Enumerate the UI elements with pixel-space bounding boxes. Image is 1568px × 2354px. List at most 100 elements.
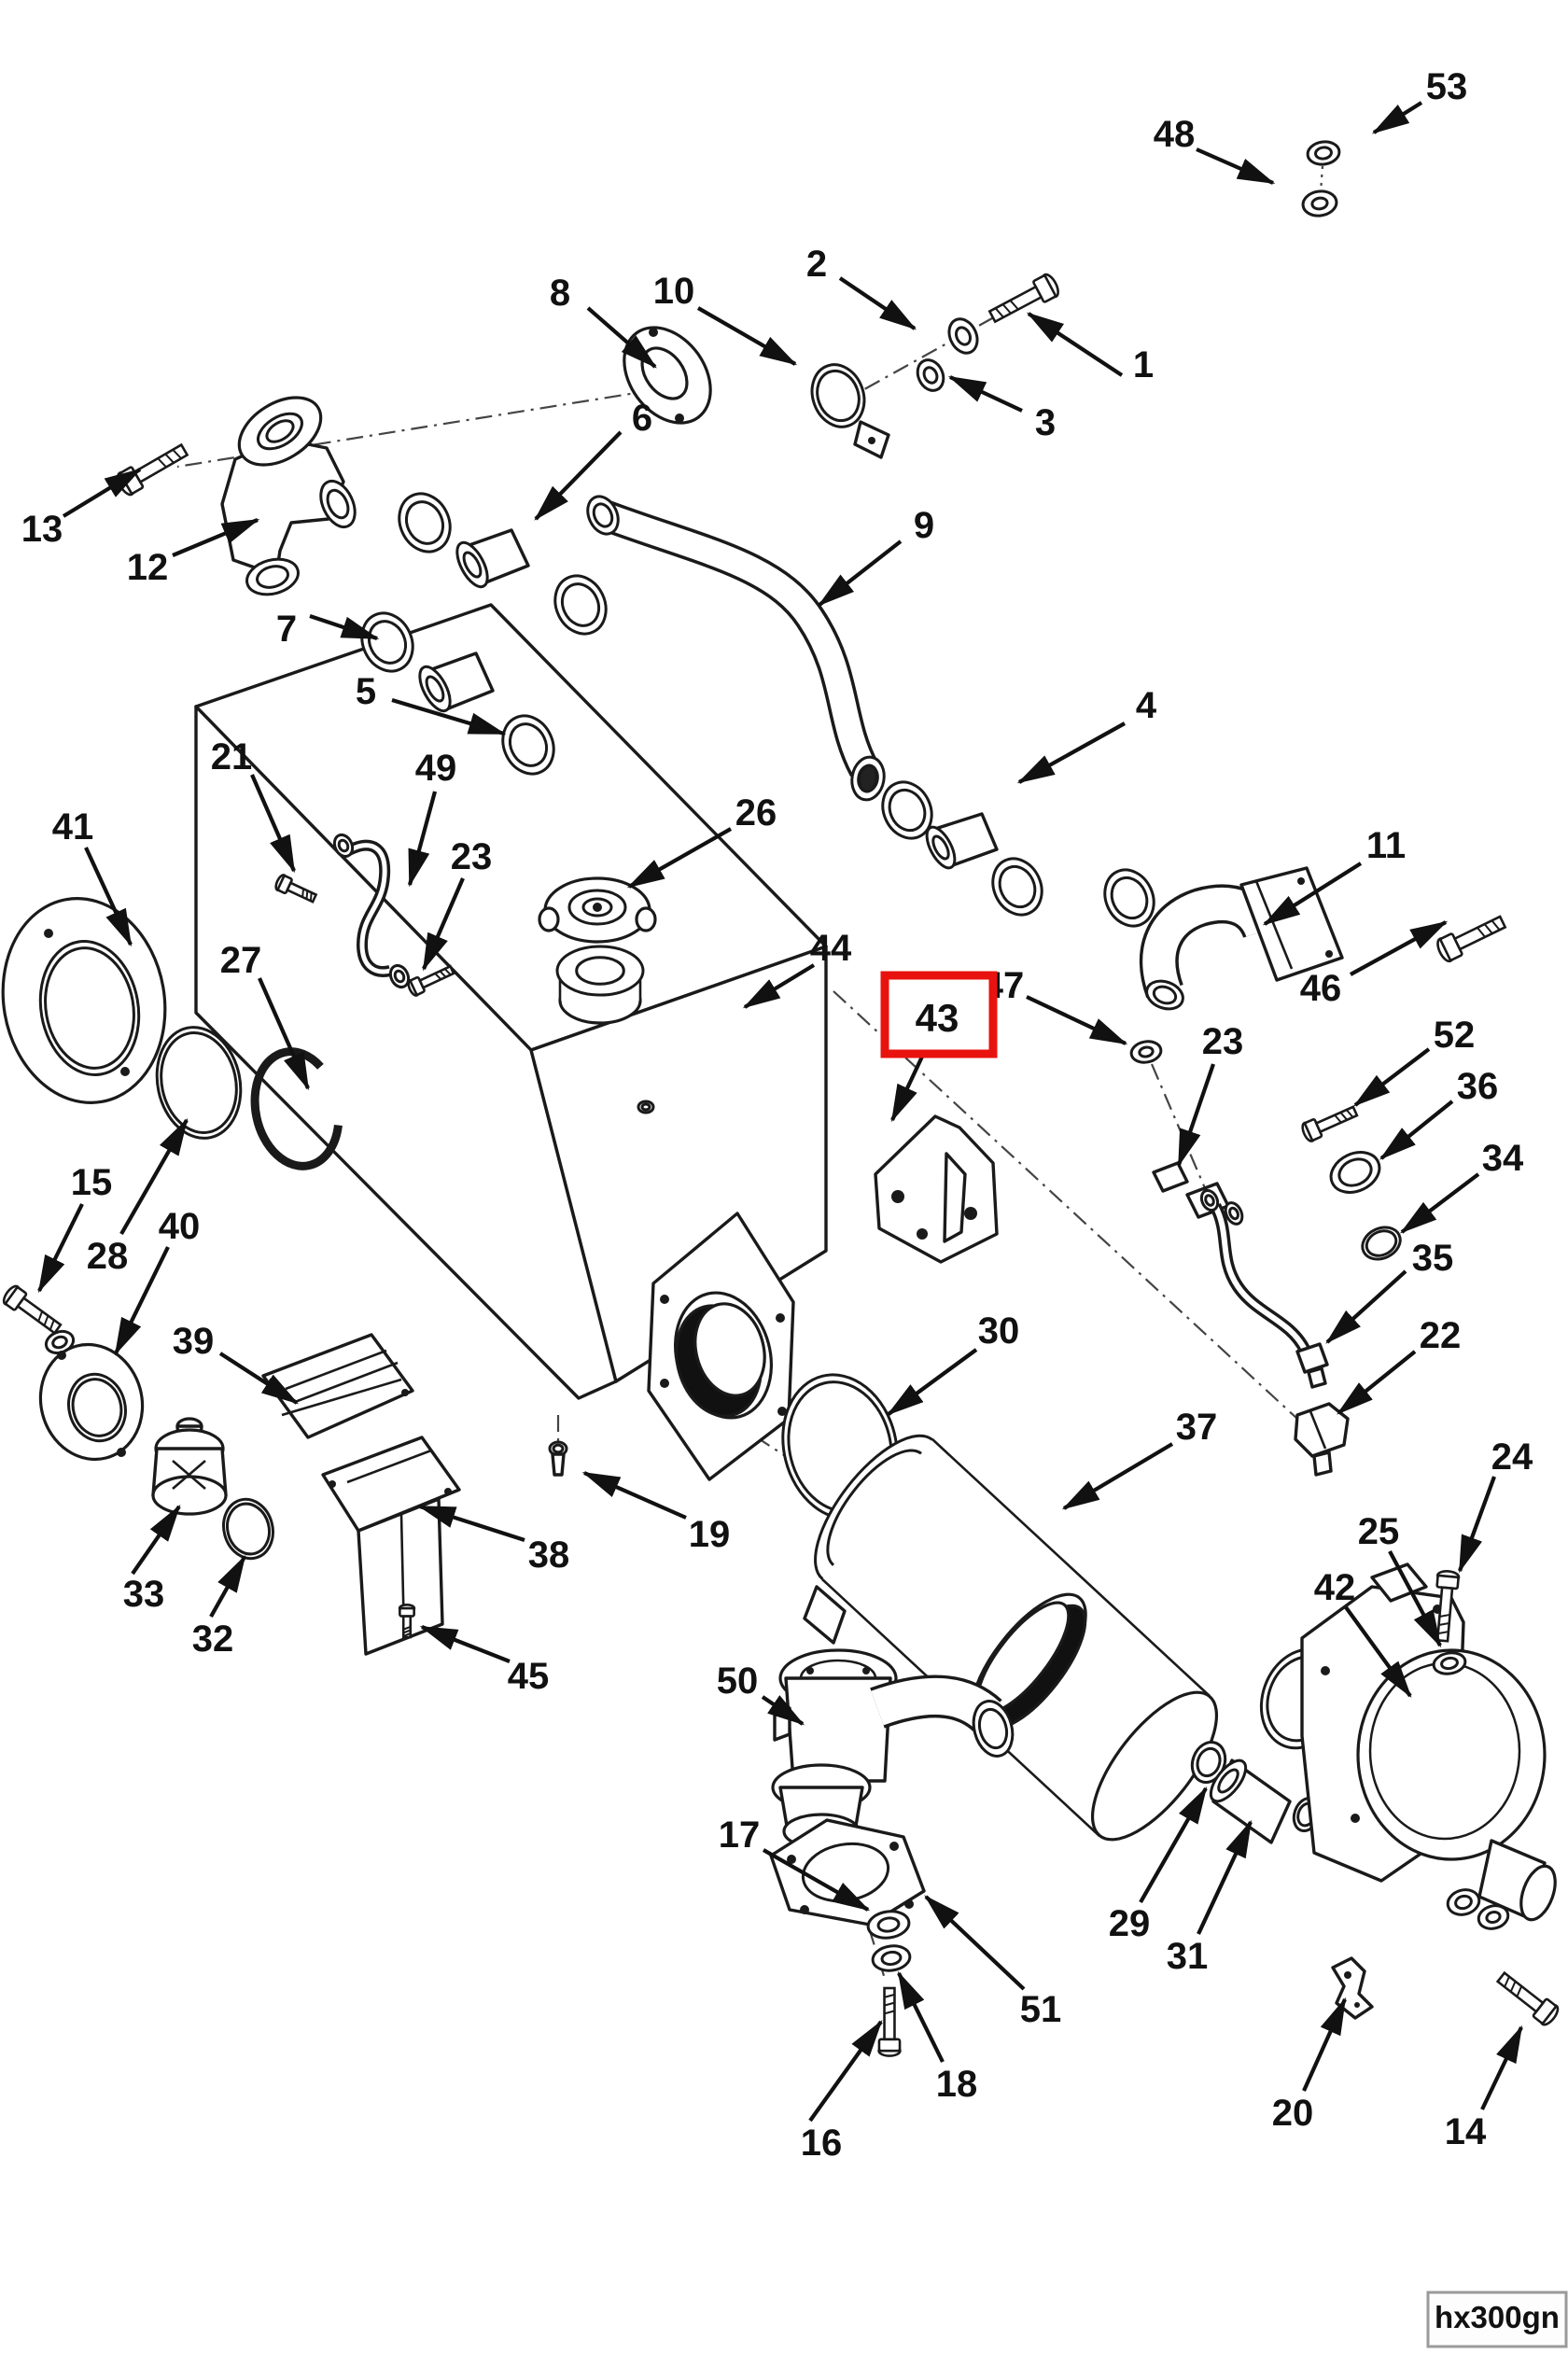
callout-47[interactable]: 47 <box>983 965 1128 1045</box>
part-shape <box>1204 1194 1215 1207</box>
callout-20[interactable]: 20 <box>1272 1997 1347 2134</box>
part-shape <box>1337 1157 1373 1187</box>
callout-36[interactable]: 36 <box>1379 1066 1498 1160</box>
callout-28[interactable]: 28 <box>87 1117 189 1277</box>
callout-41[interactable]: 41 <box>52 806 133 947</box>
part-shape <box>904 1899 914 1909</box>
callout-44[interactable]: 44 <box>742 928 852 1009</box>
callout-32[interactable]: 32 <box>192 1554 246 1660</box>
callout-48[interactable]: 48 <box>1154 114 1276 185</box>
callout-22[interactable]: 22 <box>1337 1315 1461 1415</box>
callout-arrow <box>172 518 260 557</box>
callout-11[interactable]: 11 <box>1262 825 1406 926</box>
callout-9[interactable]: 9 <box>818 505 934 607</box>
highlighted-callout-43[interactable]: 43 <box>880 971 998 1123</box>
callout-arrow <box>1026 995 1128 1045</box>
callout-51[interactable]: 51 <box>924 1895 1061 2030</box>
callout-10[interactable]: 10 <box>653 271 798 366</box>
callout-12[interactable]: 12 <box>127 518 260 588</box>
callout-19[interactable]: 19 <box>581 1471 730 1555</box>
callout-7[interactable]: 7 <box>276 609 380 650</box>
part-shape <box>977 1707 1009 1750</box>
callout-number: 28 <box>87 1236 129 1277</box>
callout-number: 38 <box>528 1534 570 1576</box>
callout-arrow <box>309 614 380 640</box>
part-shape <box>931 834 950 861</box>
callout-42[interactable]: 42 <box>1314 1567 1412 1699</box>
part-shape <box>876 1916 901 1933</box>
part-shape <box>256 565 289 589</box>
callout-arrow <box>1139 1786 1208 1904</box>
callout-arrow <box>84 847 133 947</box>
part-shape <box>1142 888 1278 997</box>
callout-50[interactable]: 50 <box>717 1660 805 1726</box>
callout-arrow <box>1399 1172 1480 1234</box>
callout-23[interactable]: 23 <box>1177 1021 1243 1168</box>
callout-arrow <box>1016 722 1127 784</box>
bolt-part <box>407 964 455 997</box>
callout-37[interactable]: 37 <box>1061 1407 1217 1510</box>
callout-1[interactable]: 1 <box>1026 312 1154 385</box>
bolt-part <box>1301 1105 1359 1142</box>
callout-number: 42 <box>1314 1567 1356 1608</box>
callout-18[interactable]: 18 <box>897 1970 977 2105</box>
callout-number: 35 <box>1412 1238 1454 1279</box>
part-shape <box>57 1351 66 1360</box>
callout-35[interactable]: 35 <box>1325 1238 1454 1344</box>
callout-30[interactable]: 30 <box>886 1310 1019 1416</box>
part-shape <box>194 705 618 1400</box>
callout-arrow <box>407 791 438 888</box>
callout-46[interactable]: 46 <box>1300 920 1449 1009</box>
callout-arrow <box>422 877 465 972</box>
callout-29[interactable]: 29 <box>1109 1786 1208 1944</box>
part-shape <box>401 1389 409 1396</box>
callout-3[interactable]: 3 <box>947 375 1056 443</box>
callout-8[interactable]: 8 <box>550 273 657 369</box>
callout-24[interactable]: 24 <box>1458 1436 1533 1574</box>
callout-14[interactable]: 14 <box>1445 2025 1523 2152</box>
callout-number: 20 <box>1272 2093 1314 2134</box>
part-shape <box>265 419 295 443</box>
bolt-part <box>1436 915 1507 963</box>
callout-arrow <box>581 1471 687 1520</box>
callout-26[interactable]: 26 <box>626 792 777 889</box>
callout-38[interactable]: 38 <box>417 1505 570 1576</box>
callout-2[interactable]: 2 <box>806 244 917 330</box>
callout-16[interactable]: 16 <box>801 2019 883 2164</box>
callout-52[interactable]: 52 <box>1352 1015 1475 1107</box>
callout-arrow <box>1344 1605 1412 1699</box>
callout-13[interactable]: 13 <box>21 468 143 550</box>
callout-31[interactable]: 31 <box>1167 1819 1253 1977</box>
highlight-box[interactable] <box>880 971 998 1058</box>
callout-5[interactable]: 5 <box>356 671 507 736</box>
callout-27[interactable]: 27 <box>220 940 310 1091</box>
part-shape <box>151 1475 228 1516</box>
part-shape <box>393 969 406 984</box>
callout-4[interactable]: 4 <box>1016 685 1157 784</box>
part-shape <box>1365 1229 1398 1257</box>
callout-21[interactable]: 21 <box>211 736 296 874</box>
callout-15[interactable]: 15 <box>37 1162 112 1294</box>
callout-39[interactable]: 39 <box>173 1321 300 1405</box>
callout-23[interactable]: 23 <box>422 836 492 972</box>
part-shape <box>675 413 684 423</box>
callout-arrow <box>1196 147 1276 185</box>
highlighted-callout-number: 43 <box>916 996 959 1040</box>
part-shape <box>345 843 391 974</box>
figure-code-box <box>1426 2291 1568 2348</box>
part-shape <box>120 1067 130 1076</box>
callout-34[interactable]: 34 <box>1399 1138 1524 1234</box>
callout-number: 48 <box>1154 114 1196 155</box>
part-shape <box>346 1449 432 1484</box>
callout-arrow <box>1026 312 1124 377</box>
callout-49[interactable]: 49 <box>407 748 456 888</box>
callout-40[interactable]: 40 <box>114 1206 200 1356</box>
callout-17[interactable]: 17 <box>719 1815 871 1912</box>
callout-33[interactable]: 33 <box>123 1504 181 1615</box>
callout-25[interactable]: 25 <box>1358 1511 1442 1648</box>
part-shape <box>404 500 445 545</box>
callout-6[interactable]: 6 <box>534 398 652 521</box>
part-shape <box>806 1667 814 1674</box>
callout-53[interactable]: 53 <box>1371 66 1467 134</box>
callout-45[interactable]: 45 <box>419 1625 549 1697</box>
